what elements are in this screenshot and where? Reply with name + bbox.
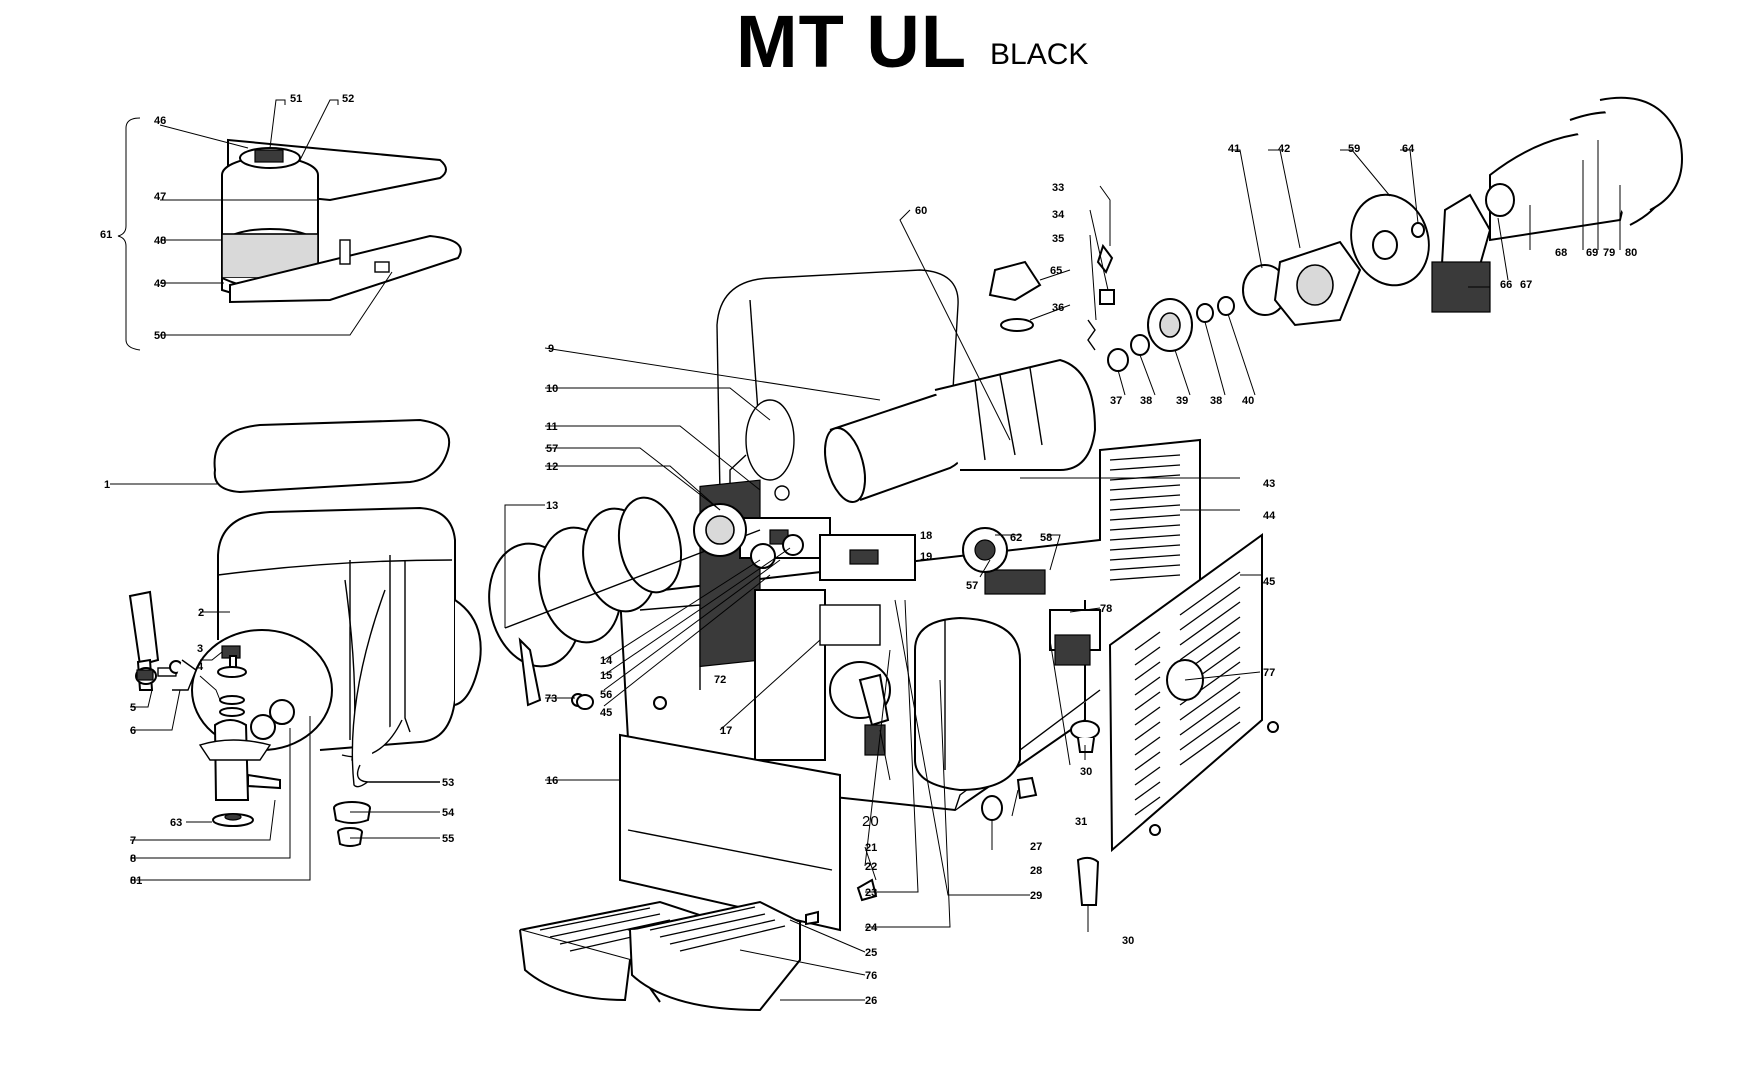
part-label-57-right: 57 [966,580,978,592]
cabinet [488,269,1263,932]
part-label-11: 11 [546,421,558,433]
part-label-69: 69 [1586,247,1598,259]
part-label-64: 64 [1402,143,1415,155]
part-label-9: 9 [548,343,554,355]
part-label-46: 46 [154,115,166,127]
part-label-44: 44 [1263,510,1276,522]
part-label-22: 22 [865,861,877,873]
lid-assembly [117,99,462,351]
part-label-72: 72 [714,674,726,686]
part-label-78: 78 [1100,603,1112,615]
part-label-76: 76 [865,970,877,982]
part-label-28: 28 [1030,865,1042,877]
part-label-45-panel: 45 [1263,576,1275,588]
part-label-34: 34 [1052,209,1065,221]
part-label-16: 16 [546,775,558,787]
part-label-12: 12 [546,461,558,473]
part-label-65: 65 [1050,265,1062,277]
part-label-59: 59 [1348,143,1360,155]
part-label-35: 35 [1052,233,1064,245]
part-label-47: 47 [154,191,166,203]
part-label-23: 23 [865,887,877,899]
part-label-4: 4 [197,661,204,673]
part-label-14: 14 [600,655,613,667]
part-label-52: 52 [342,93,354,105]
part-label-50: 50 [154,330,166,342]
part-label-66: 66 [1500,279,1512,291]
part-label-77: 77 [1263,667,1275,679]
drive-components [988,96,1683,372]
part-label-30-lower: 30 [1122,935,1134,947]
part-label-57-left: 57 [546,443,558,455]
model-variant: BLACK [990,38,1089,71]
part-label-38-b: 38 [1210,395,1222,407]
part-labels: 1 2 3 4 5 6 7 8 9 10 11 12 13 14 15 16 1… [100,93,1637,1007]
part-label-25: 25 [865,947,877,959]
part-label-7: 7 [130,835,136,847]
part-label-31: 31 [1075,816,1087,828]
part-label-80: 80 [1625,247,1637,259]
part-label-40: 40 [1242,395,1254,407]
part-label-15: 15 [600,670,612,682]
part-label-67: 67 [1520,279,1532,291]
part-label-55: 55 [442,833,454,845]
part-label-27: 27 [1030,841,1042,853]
part-label-53: 53 [442,777,454,789]
part-label-45-small: 45 [600,707,612,719]
part-label-63: 63 [170,817,182,829]
part-label-17: 17 [720,725,732,737]
part-label-68: 68 [1555,247,1567,259]
part-label-43: 43 [1263,478,1275,490]
part-label-62: 62 [1010,532,1022,544]
part-label-18: 18 [920,530,932,542]
part-label-24: 24 [865,922,878,934]
bowl [110,418,482,788]
part-label-49: 49 [154,278,166,290]
part-label-13: 13 [546,500,558,512]
part-label-38-a: 38 [1140,395,1152,407]
part-label-19: 19 [920,551,932,563]
part-label-33: 33 [1052,182,1064,194]
part-label-60: 60 [915,205,927,217]
part-label-42: 42 [1278,143,1290,155]
part-label-20: 20 [862,813,879,830]
part-label-8: 8 [130,853,136,865]
part-label-81: 81 [130,875,142,887]
part-label-10: 10 [546,383,558,395]
part-label-6: 6 [130,725,136,737]
part-label-26: 26 [865,995,877,1007]
part-label-1: 1 [104,479,110,491]
part-label-73: 73 [545,693,557,705]
part-label-41: 41 [1228,143,1240,155]
part-label-51: 51 [290,93,302,105]
bowl-fittings [333,764,440,847]
drip-trays [519,900,803,1012]
part-label-39: 39 [1176,395,1188,407]
part-label-79: 79 [1603,247,1615,259]
leader-lines [504,140,1621,1001]
part-label-29: 29 [1030,890,1042,902]
part-label-21: 21 [865,842,877,854]
part-label-48: 48 [154,235,166,247]
part-label-5: 5 [130,702,136,714]
part-label-3: 3 [197,643,203,655]
part-label-30-upper: 30 [1080,766,1092,778]
diagram-title: MT UL BLACK [0,0,1755,90]
tap-assembly [128,590,311,881]
part-label-56: 56 [600,689,612,701]
part-label-37: 37 [1110,395,1122,407]
part-label-2: 2 [198,607,204,619]
model-name: MT UL [736,0,968,83]
part-label-58: 58 [1040,532,1052,544]
part-label-61: 61 [100,229,112,241]
part-label-54: 54 [442,807,455,819]
part-label-36: 36 [1052,302,1064,314]
